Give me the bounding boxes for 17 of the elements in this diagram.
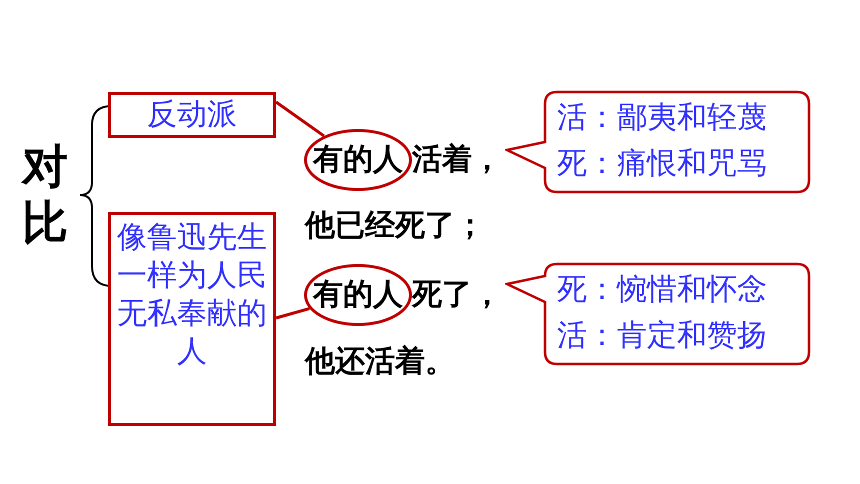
bubble-text: 活：鄙夷和轻蔑 [557,99,767,137]
bubble-text: 死：惋惜和怀念 [557,271,767,309]
connector-line [276,307,310,320]
circled-text: 有的人 [304,264,412,326]
connector-line [275,100,325,138]
speech-bubble [505,262,811,366]
text-box: 反动派 [108,92,276,138]
text-box: 像鲁迅先生一样为人民无私奉献的人 [108,212,276,426]
poem-line: 活着， [412,142,502,177]
poem-line: 死了， [412,277,502,312]
heading-text: 对比 [22,138,69,250]
bubble-text: 活：肯定和赞扬 [557,317,767,355]
circled-text: 有的人 [304,129,412,191]
bubble-text: 死：痛恨和咒骂 [557,145,767,183]
poem-line: 他已经死了； [305,207,485,245]
poem-line: 他还活着。 [305,343,455,381]
speech-bubble [505,90,811,194]
